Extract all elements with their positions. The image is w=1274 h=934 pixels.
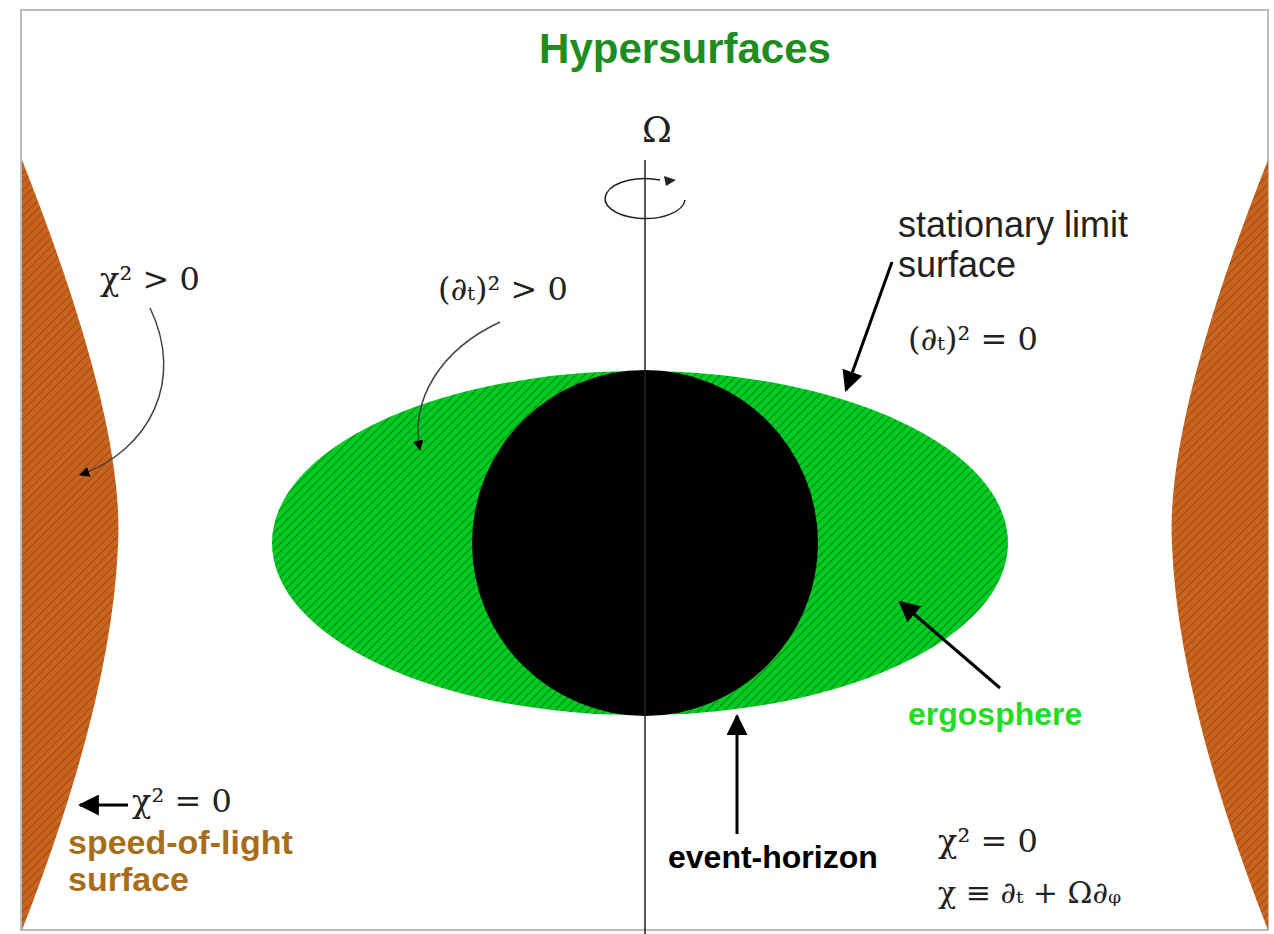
math-label: χ² = 0 — [132, 784, 232, 819]
light-surface-right — [1172, 160, 1268, 930]
leader-line — [736, 716, 739, 834]
surface-label: stationary limit surface — [898, 205, 1158, 284]
region-label: ergosphere — [908, 697, 1082, 732]
math-label: χ² = 0 — [938, 824, 1038, 859]
surface-label: speed-of-light surface — [68, 824, 338, 899]
rotation-arrow — [605, 179, 685, 219]
axis-label: Ω — [642, 110, 672, 150]
math-label: χ ≡ ∂ₜ + Ω∂ᵩ — [938, 876, 1121, 909]
math-label: χ² > 0 — [100, 262, 200, 297]
leader-line — [80, 308, 164, 475]
leader-line — [418, 322, 500, 450]
surface-label: event-horizon — [668, 840, 878, 875]
leader-line — [900, 602, 1000, 688]
leader-line — [80, 804, 128, 807]
rotation-axis — [644, 160, 646, 934]
math-label: (∂ₜ)² > 0 — [438, 272, 568, 307]
title: Hypersurfaces — [539, 26, 831, 72]
rotation-head — [664, 176, 676, 186]
math-label: (∂ₜ)² = 0 — [908, 322, 1038, 357]
ergosphere-ellipse — [272, 371, 1008, 715]
leader-line — [846, 262, 892, 390]
